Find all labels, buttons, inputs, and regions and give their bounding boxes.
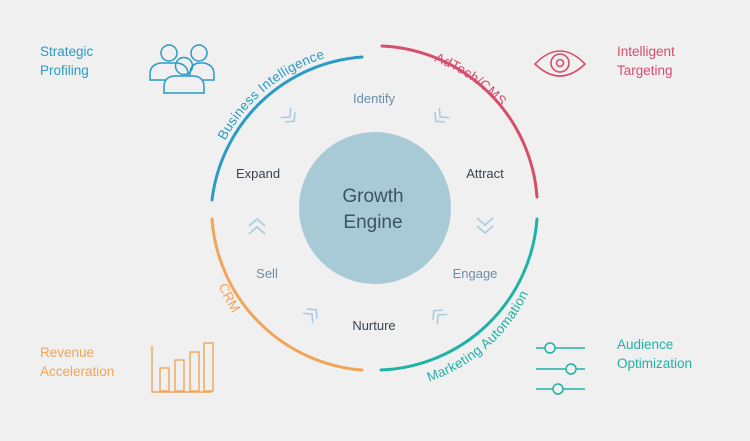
ring-label-marketing-automation: Marketing Automation bbox=[425, 288, 531, 385]
center-title-line1: Growth bbox=[342, 186, 403, 207]
chevron-engage-to-nurture-icon bbox=[432, 309, 448, 325]
corner-label-line1: Revenue bbox=[40, 345, 95, 360]
step-expand: Expand bbox=[236, 166, 280, 181]
corner-label-line1: Audience bbox=[617, 337, 674, 352]
ring-segment-adtech-cms bbox=[380, 44, 539, 199]
corner-label-line2: Optimization bbox=[617, 356, 693, 371]
corner-label-line2: Acceleration bbox=[40, 364, 115, 379]
step-sell: Sell bbox=[256, 266, 278, 281]
eye-icon bbox=[533, 50, 587, 77]
corner-label-intelligent-targeting: Intelligent Targeting bbox=[617, 42, 675, 80]
sliders-icon bbox=[536, 342, 585, 395]
ring-segment-business-intelligence bbox=[210, 55, 364, 202]
step-identify: Identify bbox=[353, 91, 395, 106]
growth-engine-circle bbox=[299, 132, 451, 284]
corner-label-line1: Intelligent bbox=[617, 44, 675, 59]
corner-label-line2: Targeting bbox=[617, 63, 673, 78]
step-attract: Attract bbox=[466, 166, 504, 181]
ring-segment-crm bbox=[210, 217, 364, 372]
corner-label-strategic-profiling: Strategic Profiling bbox=[40, 42, 93, 80]
corner-label-revenue-acceleration: Revenue Acceleration bbox=[40, 343, 114, 381]
chevron-identify-to-attract-icon bbox=[434, 107, 450, 123]
step-engage: Engage bbox=[453, 266, 498, 281]
chevron-attract-to-engage-icon bbox=[476, 217, 494, 235]
ring-segment-marketing-automation bbox=[379, 217, 539, 372]
chevron-expand-to-identify-icon bbox=[280, 107, 296, 123]
center-title-line2: Engine bbox=[343, 212, 402, 233]
ring-label-adtech-cms: AdTech/CMS bbox=[433, 50, 510, 109]
step-nurture: Nurture bbox=[352, 318, 395, 333]
people-icon bbox=[149, 44, 215, 94]
corner-label-line1: Strategic bbox=[40, 44, 94, 59]
corner-label-line2: Profiling bbox=[40, 63, 89, 78]
corner-label-audience-optimization: Audience Optimization bbox=[617, 335, 692, 373]
bar-chart-icon bbox=[151, 342, 214, 393]
chevron-nurture-to-sell-icon bbox=[302, 308, 318, 324]
chevron-sell-to-expand-icon bbox=[248, 217, 266, 235]
